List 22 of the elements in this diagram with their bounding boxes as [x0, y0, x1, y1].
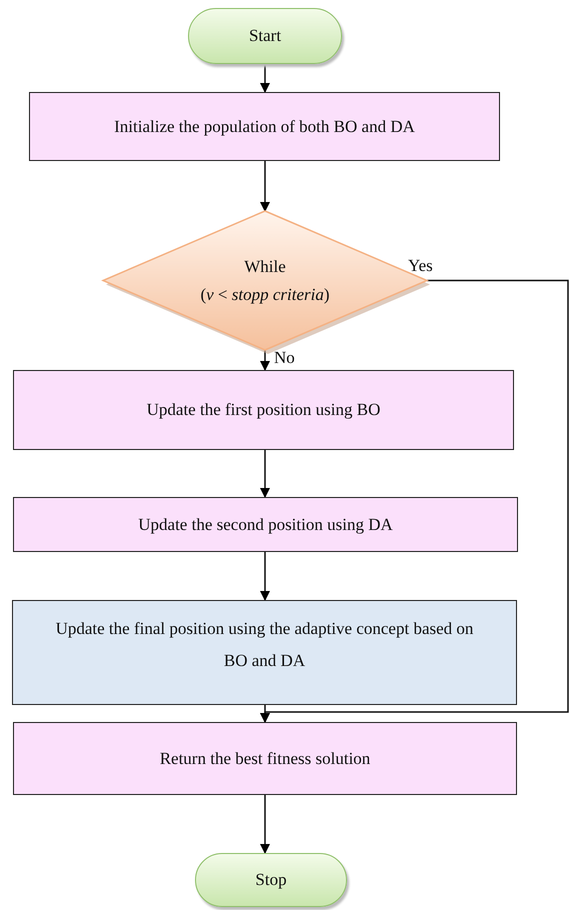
step-label: Update the final position using the adaptive concept based on BO and DA	[54, 618, 474, 672]
step-label: Stop	[255, 870, 287, 890]
arrow	[260, 450, 270, 498]
process-box	[12, 600, 517, 705]
arrow	[260, 350, 270, 371]
step-label: Return the best fitness solution	[160, 748, 370, 768]
step-label: Initialize the population of both BO and DA	[114, 116, 415, 136]
process-box	[13, 722, 517, 795]
arrow	[260, 795, 270, 854]
process-box	[13, 370, 514, 450]
process-box	[13, 497, 518, 552]
arrow	[260, 161, 270, 212]
step-label: Start	[248, 26, 282, 46]
terminal-box	[188, 8, 342, 64]
arrow	[260, 280, 569, 723]
terminal-box	[195, 853, 347, 907]
step-label: Update the first position using BO	[146, 400, 380, 420]
arrow	[260, 64, 270, 93]
process-box	[29, 92, 500, 161]
arrow	[260, 552, 270, 601]
edge-label: No	[274, 348, 295, 368]
step-label: Update the second position using DA	[138, 514, 393, 534]
